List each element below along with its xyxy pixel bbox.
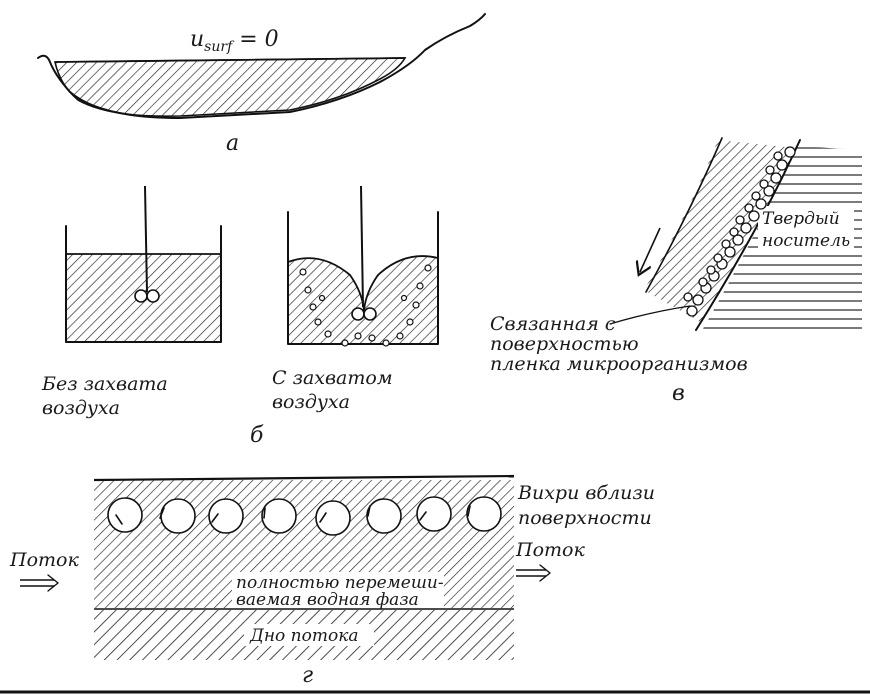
tank-with-air	[287, 185, 439, 347]
caption-with-air-2: воздуха	[272, 391, 350, 413]
entrained-air-bubbles	[299, 264, 432, 347]
vortex	[159, 498, 196, 534]
surface-vortices	[107, 496, 502, 536]
panel-g-label: г	[302, 663, 313, 688]
tank-walls	[287, 211, 439, 345]
water-surface-line	[54, 57, 406, 63]
impeller	[351, 307, 377, 321]
outflow-arrow	[516, 564, 551, 582]
panel-a: usurf = 0 а	[37, 13, 486, 156]
vortex	[416, 496, 452, 532]
liquid-surface-line	[645, 137, 723, 293]
flow-direction-arrow	[640, 227, 661, 272]
mixed-label-backing	[232, 572, 444, 608]
microorganism-film	[683, 146, 796, 317]
vortex-surface	[287, 255, 439, 311]
vortex	[315, 500, 351, 536]
surface-velocity-equation: usurf = 0	[190, 27, 279, 55]
tank-liquid-vortex	[288, 256, 438, 344]
support-label-2: носитель	[762, 231, 850, 251]
mixed-phase-label-2: ваемая водная фаза	[236, 590, 419, 610]
inflow-label: Поток	[9, 549, 79, 571]
stirrer-shaft	[360, 185, 364, 308]
flowing-liquid-layer	[644, 140, 796, 322]
water-surface	[93, 474, 515, 482]
tank-walls	[65, 225, 222, 343]
film-label-2: поверхностью	[490, 333, 639, 355]
caption-with-air-1: С захватом	[272, 367, 393, 389]
outflow-label: Поток	[515, 539, 585, 561]
stirrer-shaft	[144, 185, 148, 293]
panel-v-label: в	[672, 381, 685, 406]
impeller	[134, 289, 160, 303]
support-label-backing	[758, 206, 854, 252]
channel-bottom-label: Дно потока	[249, 626, 358, 646]
channel-bank-line	[37, 13, 486, 119]
inflow-arrow	[20, 574, 59, 592]
tank-without-air	[65, 185, 222, 343]
vortex	[107, 497, 143, 533]
vortex-label-1: Вихри вблизи	[517, 482, 655, 504]
film-leader-line	[609, 305, 691, 325]
panel-a-label: а	[226, 131, 239, 156]
panel-b: Без захвата воздуха С захватом воздуха б	[41, 185, 439, 448]
vortex	[366, 498, 402, 534]
bottom-label-backing	[244, 624, 374, 646]
film-label-3: пленка микроорганизмов	[490, 353, 748, 375]
support-label-1: Твердый	[762, 209, 840, 229]
panel-v: Твердый носитель Связанная с поверхность…	[490, 137, 862, 406]
caption-without-air-2: воздуха	[42, 397, 120, 419]
channel-water-body	[54, 57, 407, 117]
vortex	[208, 498, 244, 534]
vortex	[261, 498, 297, 534]
film-label-1: Связанная с	[490, 313, 616, 335]
vortex-label-2: поверхности	[518, 507, 652, 529]
mixed-phase-label-1: полностью перемеши-	[236, 573, 444, 593]
vortex	[466, 496, 502, 532]
support-surface-line	[695, 139, 801, 331]
panel-g: полностью перемеши- ваемая водная фаза Д…	[9, 474, 655, 688]
caption-without-air-1: Без захвата	[41, 373, 168, 395]
panel-b-label: б	[250, 423, 264, 448]
